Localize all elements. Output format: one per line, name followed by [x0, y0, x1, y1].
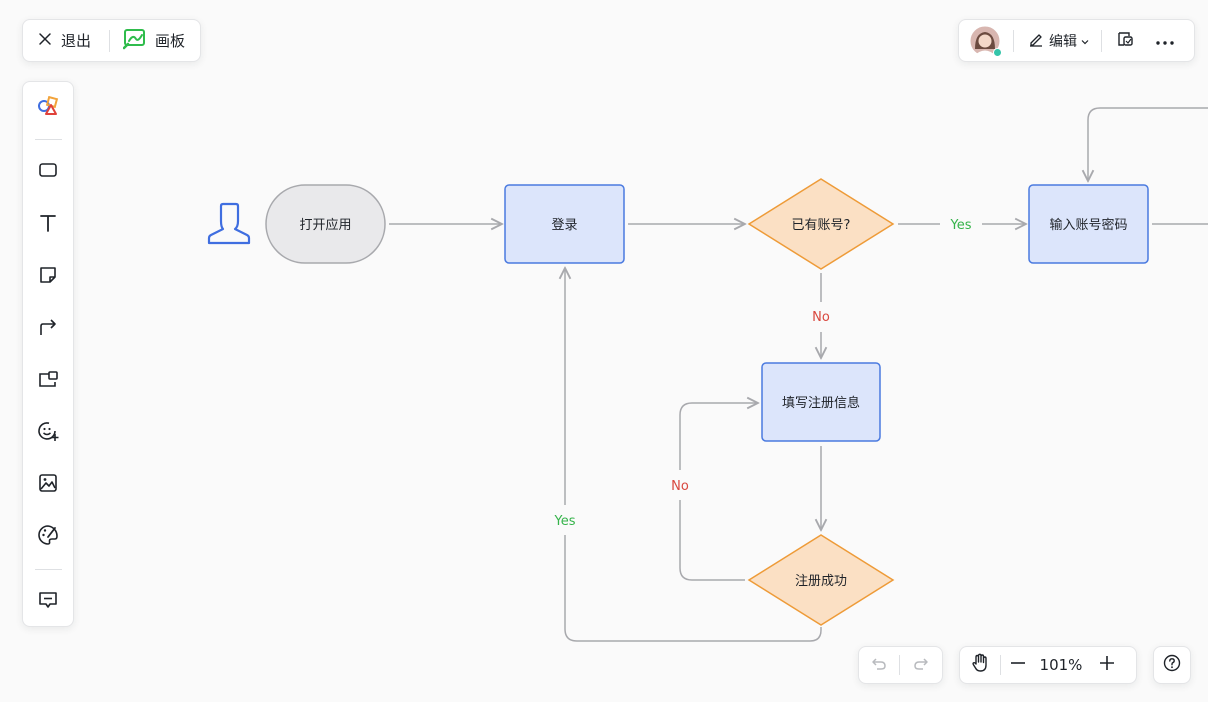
whiteboard-icon	[122, 28, 147, 54]
palette-icon	[37, 524, 59, 550]
edge-return-to-credentials[interactable]	[1088, 107, 1208, 181]
undo-icon	[870, 654, 888, 676]
help-panel	[1153, 646, 1191, 684]
node-fill-registration-label: 填写注册信息	[782, 395, 860, 411]
divider	[1101, 29, 1102, 52]
sticker-tool[interactable]	[23, 415, 73, 451]
undo-button[interactable]	[859, 647, 899, 683]
node-open-app-label: 打开应用	[299, 217, 351, 233]
divider	[109, 29, 110, 52]
more-icon	[1155, 31, 1175, 50]
redo-icon	[912, 654, 930, 676]
toolbar-divider	[35, 569, 62, 570]
share-icon	[1116, 30, 1134, 52]
hand-tool-button[interactable]	[960, 647, 1000, 683]
zoom-in-button[interactable]	[1087, 647, 1127, 683]
share-button[interactable]	[1116, 30, 1134, 52]
shapes-icon	[37, 95, 59, 120]
sticky-note-icon	[38, 265, 58, 289]
text-tool[interactable]	[23, 207, 73, 243]
node-login-label: 登录	[551, 218, 577, 233]
comment-tool[interactable]	[23, 584, 73, 620]
connector-tool[interactable]	[23, 311, 73, 347]
more-button[interactable]	[1155, 31, 1175, 50]
text-icon	[39, 213, 57, 237]
chevron-down-icon	[1081, 31, 1089, 50]
left-toolbar	[22, 81, 74, 627]
image-icon	[38, 473, 58, 497]
edit-mode-dropdown[interactable]: 编辑	[1028, 31, 1089, 51]
shapes-tool[interactable]	[23, 90, 73, 126]
node-fill-registration[interactable]: 填写注册信息	[761, 362, 881, 442]
node-open-app[interactable]: 打开应用	[265, 184, 386, 264]
edge-label-no: No	[812, 310, 830, 325]
node-login[interactable]: 登录	[504, 184, 625, 264]
comment-icon	[38, 590, 58, 614]
board-label: 画板	[155, 32, 186, 50]
board-button[interactable]: 画板	[110, 19, 185, 62]
sticky-note-tool[interactable]	[23, 259, 73, 295]
frame-tool[interactable]	[23, 363, 73, 399]
help-icon	[1163, 654, 1181, 676]
pencil-icon	[1028, 31, 1044, 51]
history-panel	[858, 646, 943, 684]
edge-success-no-retry[interactable]	[679, 403, 758, 581]
toolbar-divider	[35, 139, 62, 140]
node-register-success-label: 注册成功	[795, 574, 847, 589]
edge-label-no-retry: No	[671, 479, 689, 494]
zoom-panel: 101%	[959, 646, 1137, 684]
close-icon	[37, 31, 53, 51]
node-register-success[interactable]: 注册成功	[747, 534, 895, 626]
node-enter-credentials[interactable]: 输入账号密码	[1028, 184, 1149, 264]
zoom-out-button[interactable]	[1001, 647, 1035, 683]
help-button[interactable]	[1154, 647, 1190, 683]
user-icon[interactable]	[207, 202, 251, 245]
node-has-account-label: 已有账号?	[792, 218, 851, 233]
zoom-in-icon	[1099, 655, 1115, 675]
exit-label: 退出	[61, 32, 92, 50]
zoom-level[interactable]: 101%	[1039, 656, 1083, 674]
online-status-dot	[993, 47, 1002, 57]
hand-icon	[971, 653, 989, 677]
sticker-icon	[37, 420, 59, 446]
edit-label: 编辑	[1049, 33, 1077, 50]
frame-icon	[37, 369, 59, 393]
edge-label-yes: Yes	[950, 218, 972, 233]
divider	[1000, 655, 1001, 675]
redo-button[interactable]	[900, 647, 942, 683]
rectangle-tool[interactable]	[23, 154, 73, 190]
top-left-panel: 退出 画板	[22, 19, 201, 62]
image-tool[interactable]	[23, 467, 73, 503]
rectangle-icon	[38, 162, 58, 182]
node-has-account[interactable]: 已有账号?	[747, 178, 895, 270]
palette-tool[interactable]	[23, 519, 73, 555]
zoom-out-icon	[1010, 655, 1026, 675]
edge-label-yes-login: Yes	[554, 514, 576, 529]
exit-button[interactable]: 退出	[23, 19, 109, 62]
node-enter-credentials-label: 输入账号密码	[1049, 217, 1127, 233]
avatar[interactable]	[969, 25, 1002, 57]
connector-icon	[37, 317, 59, 341]
divider	[899, 655, 900, 675]
divider	[1013, 29, 1014, 52]
top-right-panel: 编辑	[958, 19, 1195, 62]
edge-success-yes-to-login[interactable]	[565, 268, 822, 642]
